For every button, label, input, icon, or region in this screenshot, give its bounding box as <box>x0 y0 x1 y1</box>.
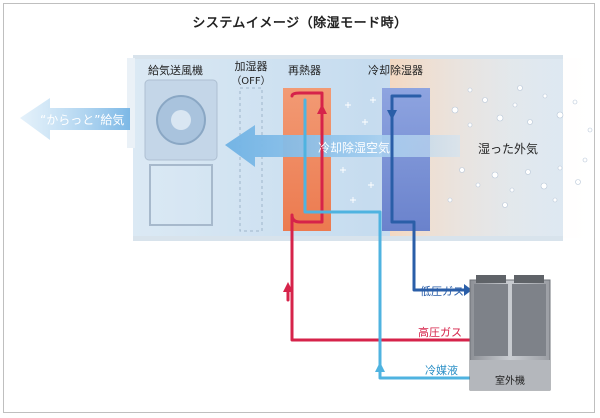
supply-fan-label: 給気送風機 <box>148 64 203 77</box>
humidifier-box <box>239 87 263 232</box>
supply-air-label: “からっと”給気 <box>40 113 125 127</box>
humidifier-state-label: （OFF） <box>231 76 271 87</box>
refrigerant-piping <box>283 91 472 380</box>
cooling-coil <box>382 88 430 231</box>
supply-fan <box>144 79 218 226</box>
humidity-particles <box>447 85 593 208</box>
outdoor-unit <box>469 275 551 391</box>
high-pressure-gas-label: 高圧ガス <box>418 326 462 339</box>
outdoor-unit-label: 室外機 <box>495 376 525 387</box>
low-pressure-gas-label: 低圧ガス <box>420 285 464 298</box>
humid-outside-air-label: 湿った外気 <box>478 142 539 156</box>
humidifier-label: 加湿器 <box>234 60 268 73</box>
cold-air-flakes <box>340 97 376 203</box>
supply-air-arrow <box>20 98 130 140</box>
refrigerant-liquid-label: 冷媒液 <box>425 364 458 377</box>
reheater-label: 再熱器 <box>288 64 321 77</box>
cooling-dehumidifier-label: 冷却除湿器 <box>368 64 423 77</box>
dehumidified-air-arrow <box>225 125 460 167</box>
diagram-title: システムイメージ（除湿モード時） <box>192 16 408 31</box>
dehumidified-air-label: 冷却除湿空気 <box>318 141 391 155</box>
